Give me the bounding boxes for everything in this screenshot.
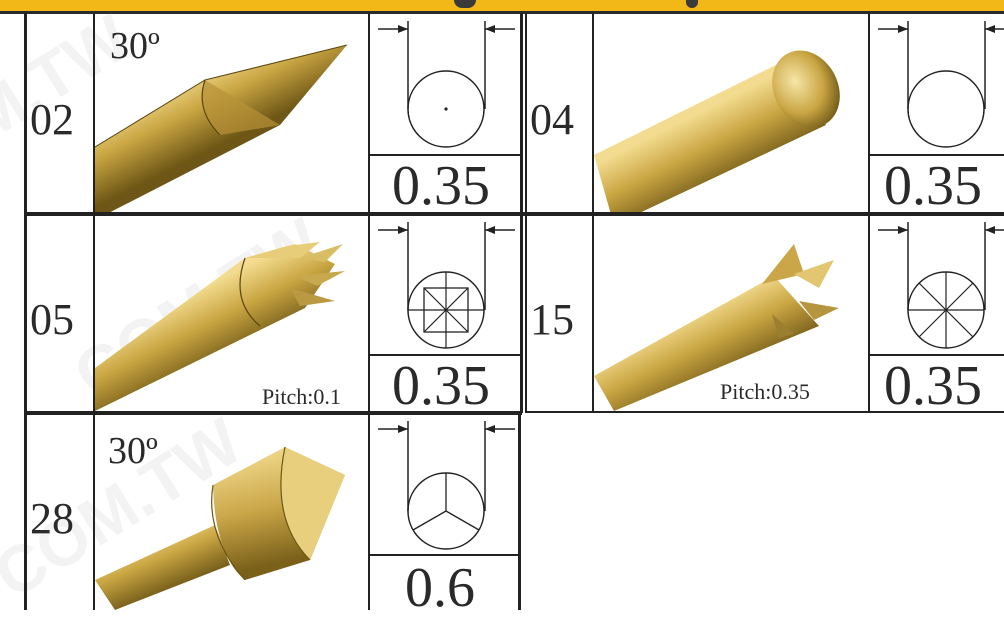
crown-tip-icon	[594, 244, 839, 411]
table-border	[868, 154, 1004, 156]
table-border	[518, 413, 521, 610]
cone-tip-icon	[95, 44, 348, 212]
tip-diameter: 0.35	[884, 355, 982, 417]
tip-angle: 30º	[110, 25, 160, 67]
tip-face-diagram-icon	[378, 421, 515, 550]
probe-code: 02	[30, 95, 74, 144]
tip-pitch: Pitch:0.1	[262, 384, 341, 409]
three-edge-tip-icon	[95, 446, 345, 610]
tip-face-diagram-icon	[378, 222, 515, 349]
probe-code: 04	[530, 95, 574, 144]
table-border	[368, 354, 521, 356]
table-border	[368, 154, 521, 156]
header-bar	[0, 0, 1004, 14]
tip-pitch: Pitch:0.35	[720, 379, 810, 404]
probe-code: 28	[30, 494, 74, 543]
tip-face-diagram-icon	[378, 21, 515, 148]
tip-face-diagram-icon	[878, 222, 1004, 349]
logo-icon	[686, 0, 698, 8]
tip-diameter: 0.35	[392, 355, 490, 417]
round-tip-icon	[594, 50, 840, 212]
tip-face-diagram-icon	[878, 21, 1004, 148]
table-border	[24, 411, 522, 415]
table-border	[368, 13, 370, 610]
table-border	[24, 13, 27, 610]
tip-diameter: 0.6	[405, 557, 475, 619]
logo-icon	[454, 0, 476, 8]
serrated-tip-icon	[95, 242, 345, 411]
tip-diameter: 0.35	[884, 155, 982, 217]
table-border	[24, 212, 1004, 216]
table-border	[525, 411, 1004, 413]
table-border	[868, 354, 1004, 356]
table-border	[368, 554, 521, 556]
table-border	[93, 13, 95, 610]
probe-code: 15	[530, 295, 574, 344]
tip-diameter: 0.35	[392, 155, 490, 217]
tip-angle: 30º	[108, 430, 158, 472]
probe-code: 05	[30, 295, 74, 344]
